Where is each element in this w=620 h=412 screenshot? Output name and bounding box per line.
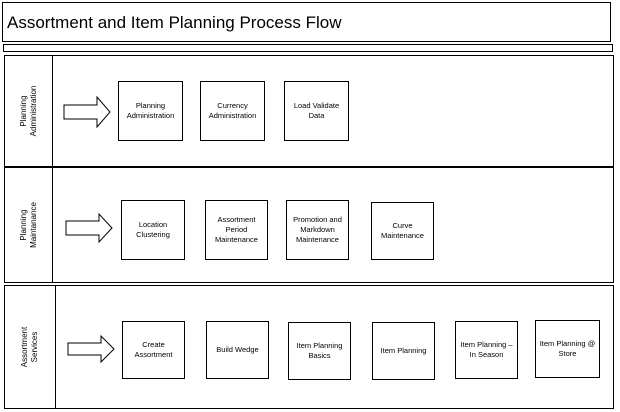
lane-label-text: Planning Administration bbox=[18, 85, 38, 137]
process-box: Create Assortment bbox=[122, 321, 185, 379]
flow-arrow-icon bbox=[67, 335, 115, 363]
lane-label-text: Assortment Services bbox=[20, 326, 39, 368]
lane-assortment-services: Assortment Services Create Assortment Bu… bbox=[4, 285, 614, 409]
flow-arrow-icon bbox=[65, 213, 113, 243]
page-title: Assortment and Item Planning Process Flo… bbox=[7, 13, 342, 32]
process-box: Load Validate Data bbox=[284, 81, 349, 141]
title-box: Assortment and Item Planning Process Flo… bbox=[2, 2, 611, 42]
flow-arrow-icon bbox=[63, 96, 111, 128]
lane-label: Assortment Services bbox=[5, 286, 56, 408]
process-box: Item Planning – In Season bbox=[455, 321, 518, 379]
lane-label-text: Planning Maintanance bbox=[18, 202, 38, 248]
lane-label: Planning Maintanance bbox=[5, 168, 53, 282]
process-box: Assortment Period Maintenance bbox=[205, 200, 268, 260]
lane-planning-administration: Planning Administration Planning Adminis… bbox=[4, 55, 614, 167]
lane-planning-maintenance: Planning Maintanance Location Clustering… bbox=[4, 167, 614, 283]
process-box: Promotion and Markdown Maintenance bbox=[286, 200, 349, 260]
process-box: Build Wedge bbox=[206, 321, 269, 379]
process-box: Curve Maintenance bbox=[371, 202, 434, 260]
process-box: Currency Administration bbox=[200, 81, 265, 141]
process-box: Location Clustering bbox=[121, 200, 185, 260]
process-box: Item Planning bbox=[372, 322, 435, 380]
separator-bar bbox=[3, 44, 613, 52]
process-box: Planning Administration bbox=[118, 81, 183, 141]
lane-label: Planning Administration bbox=[5, 56, 53, 166]
process-box: Item Planning Basics bbox=[288, 322, 351, 380]
process-box: Item Planning @ Store bbox=[535, 320, 600, 378]
